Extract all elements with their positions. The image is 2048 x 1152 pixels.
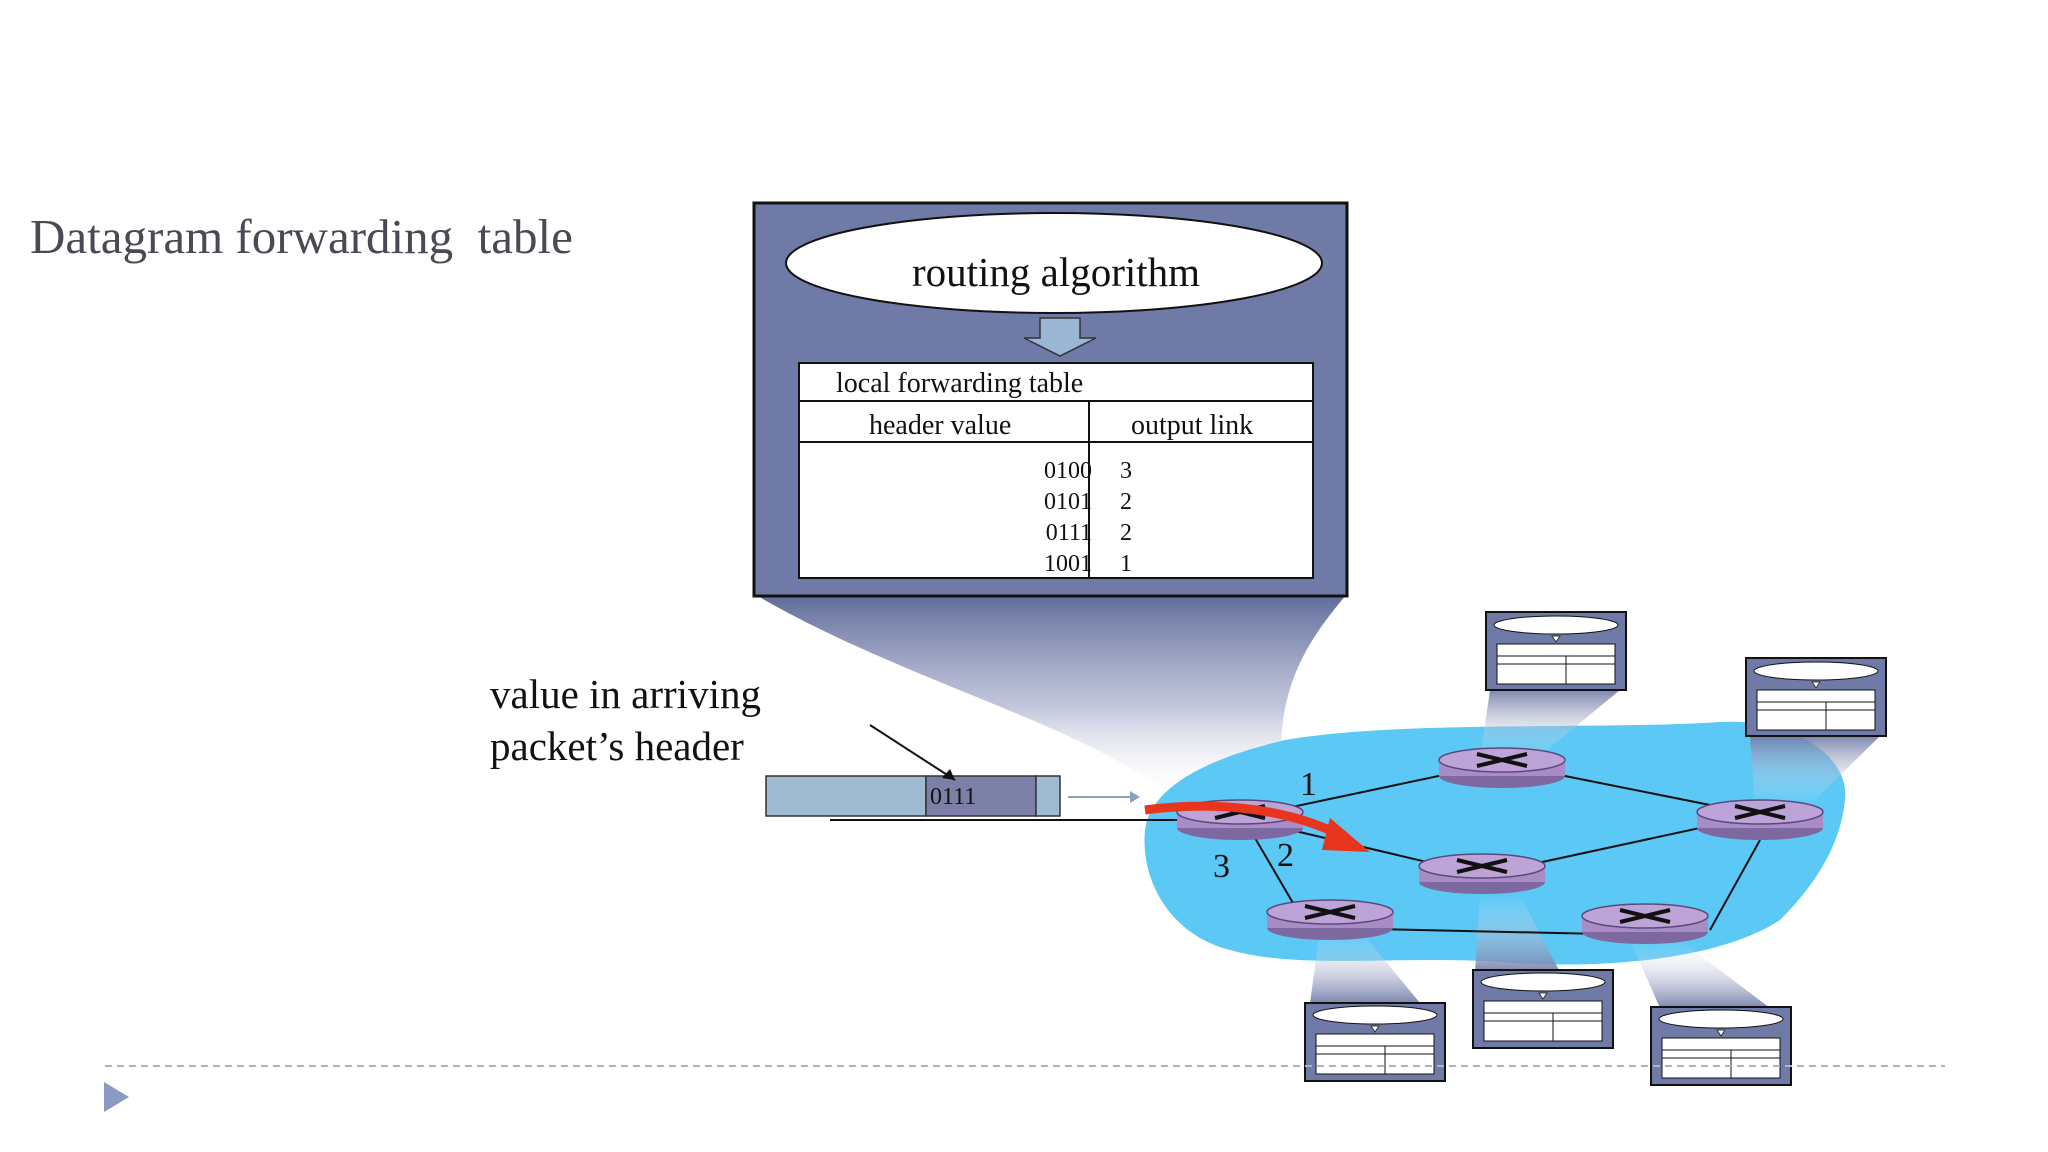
arriving-label-line2: packet’s header (490, 723, 744, 769)
link-label-1: 1 (1300, 766, 1317, 803)
fan-bottom-left-router (1310, 930, 1420, 1003)
header-pointer (869, 724, 956, 781)
table-rows: 0100 3 0101 2 0111 2 1001 1 (1044, 458, 1132, 577)
router-detail-box: routing algorithm local forwarding table… (752, 201, 1349, 598)
router-bottom-left[interactable] (1266, 899, 1394, 940)
forwarding-table (798, 362, 1314, 579)
mini-box-bottom-right (1650, 1006, 1792, 1086)
slide-title: Datagram forwarding table (30, 209, 573, 264)
forwarding-arrow (1144, 801, 1343, 840)
mini-box-top (1485, 611, 1627, 691)
mini-box-right (1745, 657, 1887, 737)
router-top[interactable] (1438, 747, 1566, 788)
packet-body (765, 775, 927, 817)
routing-algorithm-label: routing algorithm (912, 249, 1200, 295)
mini-box-bottom-left (1304, 1002, 1446, 1082)
row-link-2: 2 (1120, 520, 1132, 546)
zoom-fan (756, 595, 1346, 800)
row-link-3: 1 (1120, 551, 1132, 577)
footer-triangle-icon[interactable] (104, 1082, 129, 1112)
fan-right-top-router (1750, 736, 1880, 805)
down-arrow (1023, 317, 1097, 357)
fan-top-router (1480, 690, 1620, 760)
router-center[interactable] (1418, 853, 1546, 894)
arriving-packet: 0111 (765, 775, 1140, 817)
row-header-3: 1001 (1044, 551, 1092, 577)
mini-box-bottom-mid (1472, 969, 1614, 1049)
link-label-2: 2 (1277, 837, 1294, 874)
col-header-value: header value (869, 410, 1011, 441)
fan-bottom-right-router (1630, 940, 1770, 1008)
packet-header-value: 0111 (930, 784, 976, 810)
arriving-packet-label: value in arriving packet’s header (490, 668, 761, 772)
row-header-1: 0101 (1044, 489, 1092, 515)
routing-algorithm-oval (785, 212, 1323, 314)
packet-tail (1035, 775, 1061, 817)
router-bottom-right[interactable] (1581, 903, 1709, 944)
row-link-0: 3 (1120, 458, 1132, 484)
col-output-link: output link (1131, 410, 1253, 441)
packet-header-field (925, 775, 1037, 817)
fan-bottom-mid-router (1475, 895, 1560, 972)
row-header-0: 0100 (1044, 458, 1092, 484)
router-right[interactable] (1696, 799, 1824, 840)
row-header-2: 0111 (1046, 520, 1092, 546)
arriving-label-line1: value in arriving (490, 671, 761, 717)
link-label-3: 3 (1213, 848, 1230, 885)
table-title: local forwarding table (836, 368, 1083, 399)
forwarding-arrowhead (1322, 818, 1370, 852)
row-link-1: 2 (1120, 489, 1132, 515)
